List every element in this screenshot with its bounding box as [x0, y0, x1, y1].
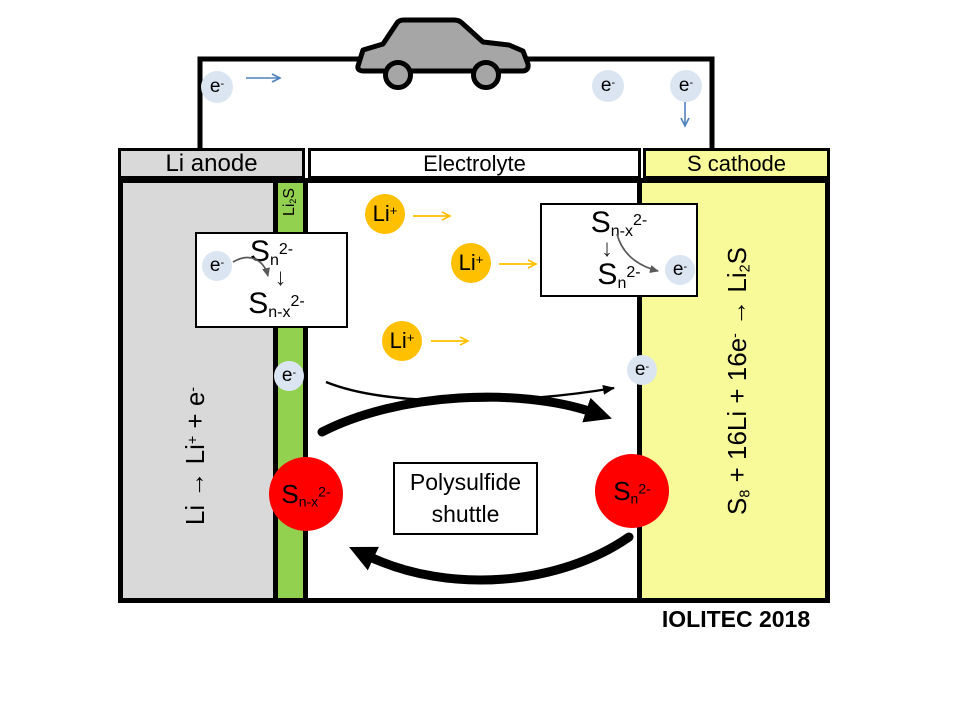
electron-label: e- [678, 75, 694, 96]
down-arrow-icon: ↓ [274, 263, 287, 291]
electron-label: e- [281, 365, 297, 386]
electron-badge: e- [665, 255, 695, 285]
electron-badge: e- [201, 71, 233, 103]
credit-text: IOLITEC 2018 [661, 606, 811, 632]
car-icon [355, 17, 531, 90]
electron-label: e- [672, 259, 688, 280]
electron-label: e- [634, 359, 650, 380]
electron-label: e- [209, 255, 225, 276]
formula-polysulfide-reactant: Sn-x2- [590, 206, 648, 240]
li-ion-label: Li+ [389, 328, 415, 353]
electron-badge: e- [592, 70, 624, 102]
electron-badge: e- [670, 70, 702, 102]
formula-polysulfide-reactant: Sn2- [249, 235, 294, 269]
electron-label: e- [600, 75, 616, 96]
polysulfide-species-near-anode: Sn-x2- [269, 457, 343, 531]
shuttle-label-line1: Polysulfide [409, 469, 522, 496]
li-ion-label: Li+ [372, 201, 398, 226]
li-ion-badge: Li+ [365, 194, 405, 234]
formula-polysulfide-product: Sn-x2- [248, 286, 305, 321]
electrolyte-header: Electrolyte [308, 148, 641, 179]
cathode-overall-reaction-label: S8 + 16Li + 16e- → Li2S [722, 247, 754, 515]
electron-badge: e- [274, 361, 304, 391]
polysulfide-formula: Sn-x2- [281, 478, 331, 509]
sei-electrolyte-divider [303, 183, 308, 598]
electron-badge: e- [627, 355, 657, 385]
circuit-wire [197, 56, 715, 150]
shuttle-label-line2: shuttle [431, 500, 500, 527]
polysulfide-species-near-cathode: Sn2- [595, 454, 669, 528]
anode-oxidation-reaction-label: Li → Li+ + e- [180, 386, 210, 526]
down-arrow-icon: ↓ [601, 234, 613, 262]
polysulfide-formula: Sn2- [613, 475, 651, 506]
li-ion-badge: Li+ [451, 243, 491, 283]
cathode-header: S cathode [643, 148, 830, 179]
electron-label: e- [209, 76, 225, 97]
li-ion-badge: Li+ [382, 321, 422, 361]
electrolyte-cathode-divider [637, 183, 642, 598]
formula-polysulfide-product: Sn2- [597, 257, 641, 292]
li-ion-label: Li+ [458, 250, 484, 275]
sei-li2s-label: Li2S [281, 187, 299, 217]
polysulfide-shuttle-label-box: Polysulfide shuttle [393, 462, 538, 535]
electron-badge: e- [202, 251, 232, 281]
anode-sei-divider [273, 183, 278, 598]
anode-header: Li anode [118, 148, 305, 179]
